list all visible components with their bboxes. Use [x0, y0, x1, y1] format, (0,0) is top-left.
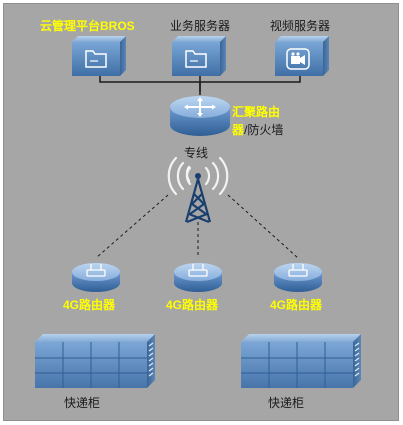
edge-router-1-label: 4G路由器 — [63, 298, 116, 312]
server-bros — [72, 36, 126, 76]
server-business — [172, 36, 226, 76]
wireless-links — [95, 194, 299, 259]
core-router-label-line2b: /防火墙 — [244, 123, 284, 137]
edge-router-1-icon — [72, 263, 120, 292]
locker-2-icon — [241, 334, 361, 388]
edge-router-3-icon — [274, 263, 322, 292]
locker-2-label: 快递柜 — [268, 396, 305, 410]
video-camera-icon — [286, 48, 310, 70]
core-router-label-line1: 汇聚路由 — [232, 105, 281, 119]
server-bros-label: 云管理平台BROS — [40, 19, 135, 33]
core-router-label-line2: 器/防火墙 — [232, 123, 283, 137]
server-video — [275, 36, 329, 76]
edge-router-2-label: 4G路由器 — [166, 298, 219, 312]
link-left — [95, 194, 169, 259]
server-business-label: 业务服务器 — [170, 19, 231, 33]
wireless-tower-icon — [167, 156, 229, 224]
server-video-label: 视频服务器 — [270, 19, 331, 33]
locker-1-icon — [35, 334, 155, 388]
core-router-icon — [170, 96, 230, 136]
edge-router-3-label: 4G路由器 — [270, 298, 323, 312]
edge-router-2-icon — [174, 263, 222, 292]
folder-icon — [185, 50, 207, 68]
core-router-label-line2a: 器 — [232, 123, 245, 137]
link-right — [227, 194, 299, 259]
folder-icon — [85, 50, 107, 68]
dedicated-line-label: 专线 — [184, 146, 209, 160]
locker-1-label: 快递柜 — [64, 396, 101, 410]
